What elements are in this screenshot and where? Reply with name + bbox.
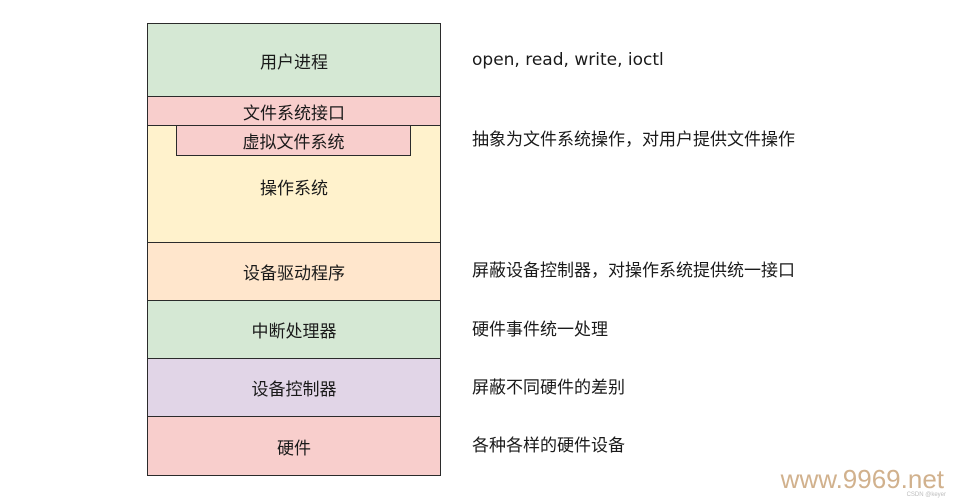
layer-fs-interface: 文件系统接口: [147, 96, 441, 126]
layer-device-controller-label: 设备控制器: [251, 380, 337, 400]
layer-device-driver-label: 设备驱动程序: [243, 264, 345, 284]
layer-device-driver: 设备驱动程序: [147, 242, 441, 301]
layer-hardware-label: 硬件: [277, 438, 311, 459]
layer-device-controller: 设备控制器: [147, 358, 441, 417]
desc-user-process: open, read, write, ioctl: [472, 50, 664, 70]
desc-interrupt-handler: 硬件事件统一处理: [472, 320, 608, 340]
watermark-csdn: CSDN @keyer: [906, 492, 946, 498]
desc-device-driver: 屏蔽设备控制器，对操作系统提供统一接口: [472, 261, 795, 281]
layer-user-process: 用户进程: [147, 23, 441, 97]
watermark-site: www.9969.net: [780, 464, 944, 494]
desc-device-controller: 屏蔽不同硬件的差别: [472, 378, 625, 398]
layer-hardware: 硬件: [147, 416, 441, 476]
desc-vfs: 抽象为文件系统操作，对用户提供文件操作: [472, 130, 795, 150]
layer-user-process-label: 用户进程: [260, 52, 328, 73]
vfs-box: 虚拟文件系统: [176, 125, 411, 156]
layer-interrupt-handler: 中断处理器: [147, 300, 441, 359]
layer-interrupt-handler-label: 中断处理器: [251, 322, 337, 342]
vfs-box-label: 虚拟文件系统: [242, 133, 345, 153]
layer-fs-interface-label: 文件系统接口: [243, 103, 345, 124]
layer-operating-system-label: 操作系统: [260, 179, 328, 199]
desc-hardware: 各种各样的硬件设备: [472, 436, 625, 456]
